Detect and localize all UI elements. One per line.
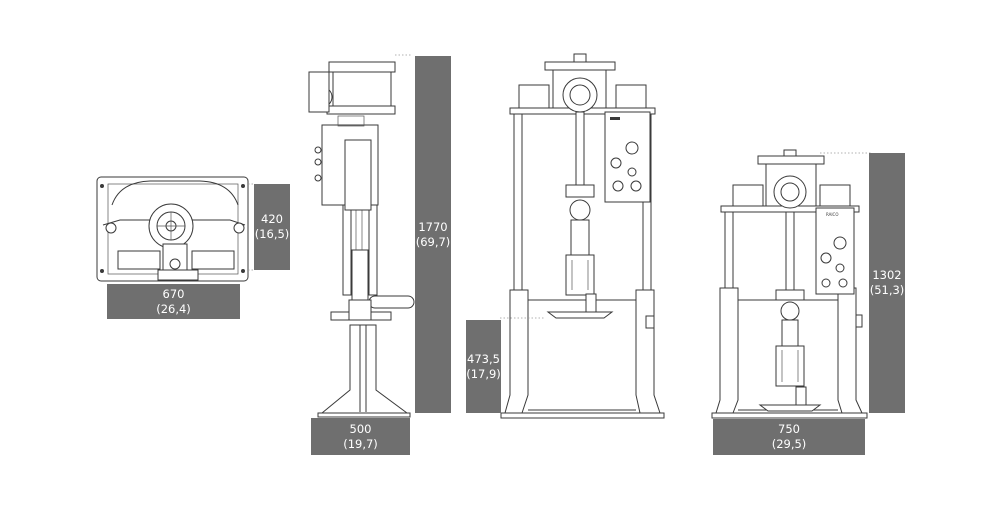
front-view-high-drawing <box>500 53 665 419</box>
dimension-value: 473,5 <box>467 351 500 366</box>
top-view-width-dimension: 670 (26,4) <box>107 284 240 319</box>
dimension-value: 1302 <box>872 268 902 282</box>
panel-brand-label: RAICO <box>826 212 838 217</box>
front-view-low-drawing: RAICO <box>711 149 872 419</box>
dimension-value: 1770 <box>418 219 448 234</box>
dimension-inches: (19,7) <box>343 436 378 451</box>
dimension-inches: (26,4) <box>156 301 191 316</box>
side-view-drawing <box>308 54 415 418</box>
dimension-inches: (29,5) <box>771 437 807 451</box>
top-view-drawing <box>96 176 254 282</box>
dimension-inches: (51,3) <box>869 283 905 297</box>
side-view-height-dimension: 1770 (69,7) <box>415 56 451 413</box>
top-view-depth-dimension: 420 (16,5) <box>254 184 290 270</box>
side-view-base-dimension: 500 (19,7) <box>311 418 410 455</box>
dimension-inches: (16,5) <box>254 227 290 241</box>
front-high-table-height-dimension: 473,5 (17,9) <box>466 320 501 413</box>
dimension-inches: (69,7) <box>415 234 451 249</box>
front-low-height-dimension: 1302 (51,3) <box>869 153 905 413</box>
dimension-value: 420 <box>261 212 283 226</box>
dimension-value: 750 <box>778 422 800 436</box>
front-low-width-dimension: 750 (29,5) <box>713 419 865 455</box>
dimension-value: 500 <box>349 421 372 436</box>
dimension-value: 670 <box>162 286 185 301</box>
dimension-inches: (17,9) <box>466 366 501 381</box>
